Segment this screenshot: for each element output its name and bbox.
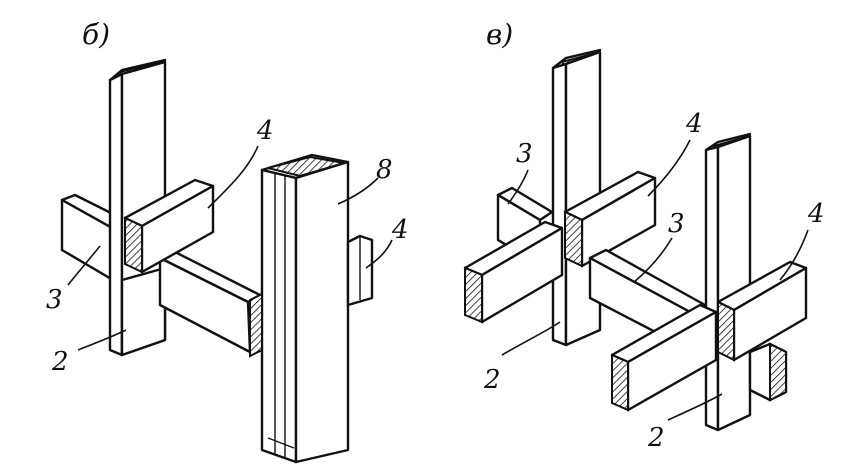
callout-v-4: 4	[685, 109, 703, 139]
board-front-left-v	[463, 220, 564, 324]
leader-v-3mid	[633, 237, 673, 283]
leader-b-3	[67, 245, 101, 286]
board-front-lower-v	[610, 303, 718, 412]
figure-v: в)	[463, 18, 825, 453]
leader-b-4	[207, 145, 259, 209]
leader-v-2b	[667, 393, 723, 421]
callout-b-3: 3	[46, 285, 63, 315]
board-4-b-right	[346, 234, 374, 307]
leader-b-8	[337, 177, 379, 205]
leader-v-4r	[779, 229, 809, 281]
rail-b	[158, 250, 262, 354]
leader-b-2	[77, 329, 127, 351]
figure-v-label: в)	[486, 18, 513, 51]
callout-v-3: 3	[516, 139, 533, 169]
leader-v-3	[507, 169, 529, 205]
leader-b-4r	[365, 239, 393, 269]
post-2-v-right	[704, 132, 752, 432]
callout-b-4-right: 4	[391, 215, 409, 245]
callout-v-2-bottom: 2	[647, 423, 665, 453]
board-4-v-left	[563, 170, 657, 268]
figure-b: б)	[46, 18, 409, 464]
figure-b-label: б)	[82, 18, 110, 51]
callout-b-8: 8	[376, 155, 393, 185]
leader-v-4	[647, 139, 691, 197]
board-4-b	[123, 178, 215, 274]
rail-b-end	[249, 292, 263, 358]
block-back-v	[748, 342, 788, 402]
post-2-b-lower-block	[120, 266, 167, 357]
callout-v-3-mid: 3	[668, 209, 685, 239]
callout-b-2: 2	[51, 347, 69, 377]
leader-v-2	[501, 321, 561, 356]
callout-b-4: 4	[256, 116, 274, 146]
post-8-b	[260, 153, 350, 464]
callout-v-2: 2	[483, 365, 501, 395]
callout-v-4-right: 4	[807, 199, 825, 229]
